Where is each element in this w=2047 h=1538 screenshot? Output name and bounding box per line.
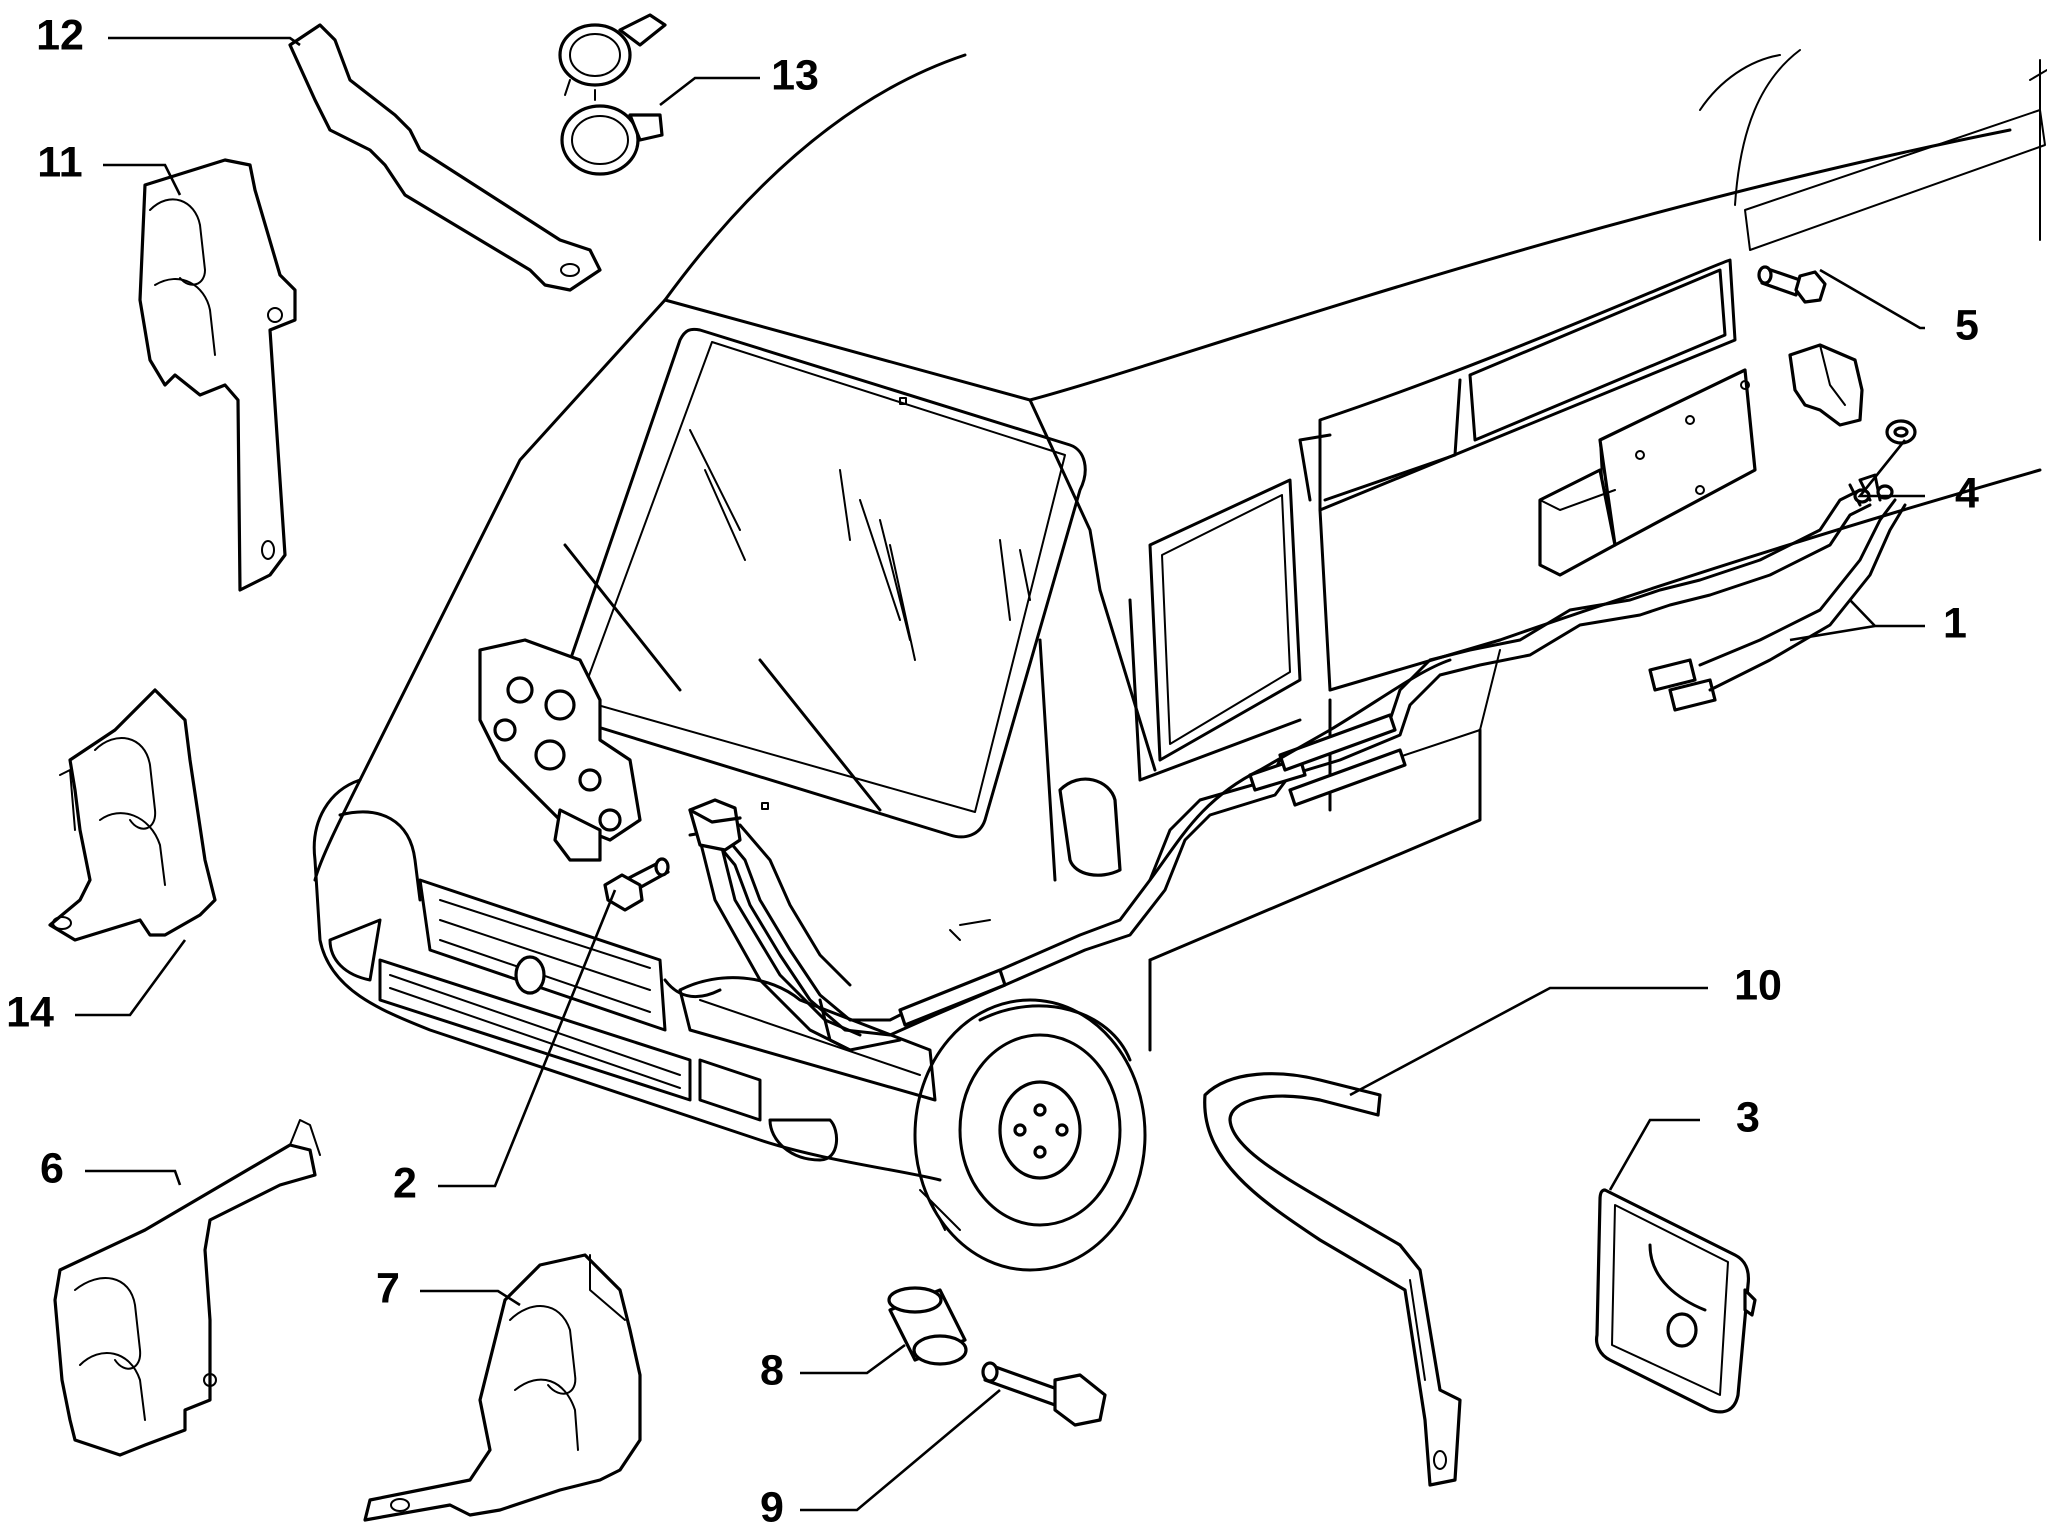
callout-7: 7 [376, 1264, 400, 1312]
clip-near-part-5 [1788, 343, 1864, 427]
gasket-part-3 [1594, 1188, 1757, 1414]
clamp-part-6 [53, 1119, 321, 1457]
callout-13: 13 [771, 51, 819, 99]
callout-9: 9 [760, 1483, 784, 1531]
bolt-part-5 [1757, 265, 1827, 304]
callout-2: 2 [393, 1159, 417, 1207]
callout-1: 1 [1943, 599, 1967, 647]
control-module [1538, 368, 1757, 577]
strap-part-10 [1203, 1072, 1462, 1487]
callout-labels: 1 2 3 4 5 6 7 8 9 10 11 12 13 14 [6, 11, 1979, 1531]
bolt-part-2 [603, 857, 670, 912]
leader-lines [75, 36, 1925, 1512]
clamp-part-7 [363, 1253, 642, 1522]
hose-clip-part-13 [558, 13, 667, 176]
callout-10: 10 [1734, 961, 1782, 1009]
callout-4: 4 [1955, 469, 1979, 517]
callout-5: 5 [1955, 301, 1979, 349]
callout-12: 12 [36, 11, 84, 59]
van-illustration [312, 49, 2047, 1272]
bolt-part-9 [981, 1361, 1107, 1427]
sleeve-part-8 [887, 1286, 968, 1366]
callout-6: 6 [40, 1144, 64, 1192]
fuel-pipe-assembly [688, 473, 1907, 1052]
strap-part-12 [288, 23, 602, 292]
callout-8: 8 [760, 1346, 784, 1394]
clamp-part-11 [138, 158, 297, 592]
callout-11: 11 [37, 138, 82, 186]
clamp-part-14 [48, 688, 217, 942]
washer-part-4 [1885, 419, 1917, 445]
hood-pipe [688, 798, 862, 1052]
callout-14: 14 [6, 988, 54, 1036]
callout-3: 3 [1736, 1093, 1760, 1141]
